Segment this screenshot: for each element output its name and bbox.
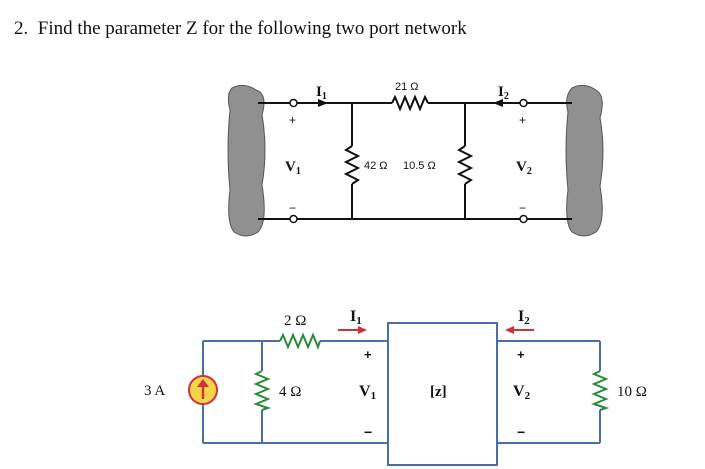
top-shunt-left-label: 42 Ω xyxy=(364,160,388,172)
top-i1-label: I1 xyxy=(316,84,327,102)
question-number: 2. xyxy=(14,18,29,39)
terminal-top-right xyxy=(519,98,528,108)
bottom-minus-right: − xyxy=(517,424,525,440)
top-shunt-right-label: 10.5 Ω xyxy=(403,160,436,172)
two-port-block-label: [z] xyxy=(430,384,447,400)
current-arrow-i2 xyxy=(493,99,503,107)
bottom-i2-label: I2 xyxy=(518,308,530,327)
series-resistor-2ohm xyxy=(279,332,321,350)
current-arrow-i1 xyxy=(318,99,328,107)
series-resistor-label: 2 Ω xyxy=(284,313,306,329)
bottom-plus-right: + xyxy=(517,347,525,362)
current-arrow-i1-bottom xyxy=(358,326,367,334)
bottom-circuit: [z] 3 A 2 Ω 4 Ω 10 Ω I1 I2 V1 V2 + − + − xyxy=(144,308,647,466)
bottom-plus-left: + xyxy=(364,347,372,362)
current-arrow-i2-bottom xyxy=(505,326,514,334)
top-v2-label: V2 xyxy=(516,159,532,177)
top-minus-right: − xyxy=(519,201,526,215)
top-plus-left: + xyxy=(289,113,296,127)
top-plus-right: + xyxy=(519,113,526,127)
bottom-i1-label: I1 xyxy=(350,308,362,327)
shunt-resistor-label: 4 Ω xyxy=(279,384,301,400)
top-series-resistor-label: 21 Ω xyxy=(395,81,419,93)
top-v1-label: V1 xyxy=(285,159,301,177)
question-prompt: Find the parameter Z for the following t… xyxy=(37,18,467,39)
question-text: 2. Find the parameter Z for the followin… xyxy=(14,18,467,40)
load-resistor-10ohm xyxy=(591,370,610,411)
top-circuit: I1 I2 21 Ω 42 Ω 10.5 Ω V1 V2 + − + − xyxy=(227,81,604,237)
bottom-minus-left: − xyxy=(364,424,372,440)
terminal-bottom-left xyxy=(289,214,298,224)
terminal-top-left xyxy=(289,98,298,108)
bottom-v1-label: V1 xyxy=(359,383,376,402)
current-source-3a xyxy=(188,375,218,405)
left-network-block xyxy=(227,84,266,237)
load-resistor-label: 10 Ω xyxy=(617,384,647,400)
top-i2-label: I2 xyxy=(498,84,509,102)
shunt-resistor-4ohm xyxy=(253,370,272,411)
source-label: 3 A xyxy=(144,383,165,399)
top-minus-left: − xyxy=(289,201,296,215)
bottom-v2-label: V2 xyxy=(513,383,531,402)
right-network-block xyxy=(565,84,604,237)
terminal-bottom-right xyxy=(519,214,528,224)
two-port-block xyxy=(387,322,498,466)
